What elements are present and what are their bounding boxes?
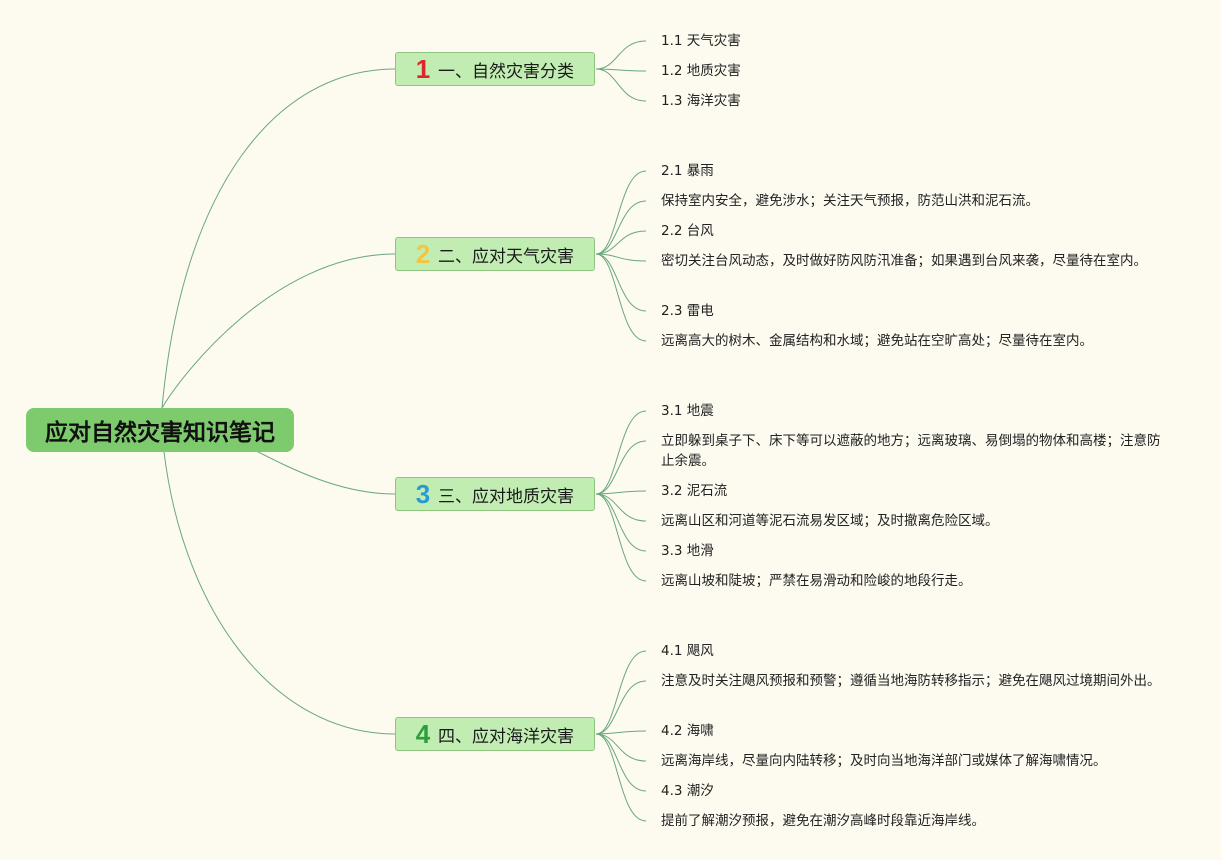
leaf-connector — [595, 253, 647, 342]
leaf-node[interactable]: 远离山坡和陡坡；严禁在易滑动和险峻的地段行走。 — [661, 573, 972, 589]
leaf-node[interactable]: 保持室内安全，避免涉水；关注天气预报，防范山洪和泥石流。 — [661, 193, 1039, 209]
leaf-node[interactable]: 远离海岸线，尽量向内陆转移；及时向当地海洋部门或媒体了解海啸情况。 — [661, 753, 1107, 769]
leaf-connector — [595, 493, 647, 552]
leaf-node[interactable]: 2.2 台风 — [661, 223, 714, 239]
leaf-connector — [595, 493, 647, 582]
leaf-connector — [595, 253, 647, 312]
topic-node-2[interactable]: 2 二、应对天气灾害 — [395, 237, 595, 271]
root-title: 应对自然灾害知识笔记 — [45, 420, 275, 446]
leaf-node[interactable]: 2.1 暴雨 — [661, 163, 714, 179]
topic-label: 二、应对天气灾害 — [438, 246, 574, 267]
leaf-node[interactable]: 4.3 潮汐 — [661, 783, 714, 799]
leaf-connector — [595, 200, 647, 255]
leaf-node[interactable]: 4.2 海啸 — [661, 723, 714, 739]
leaf-connector — [595, 40, 647, 70]
leaf-connector — [595, 170, 647, 255]
root-connector — [161, 253, 396, 409]
number-1-icon: 1 — [415, 53, 431, 84]
root-node[interactable]: 应对自然灾害知识笔记 — [26, 408, 294, 452]
leaf-node[interactable]: 2.3 雷电 — [661, 303, 714, 319]
leaf-node[interactable]: 提前了解潮汐预报，避免在潮汐高峰时段靠近海岸线。 — [661, 813, 985, 829]
leaf-node[interactable]: 3.1 地震 — [661, 403, 714, 419]
topic-node-3[interactable]: 3 三、应对地质灾害 — [395, 477, 595, 511]
leaf-connector — [595, 650, 647, 735]
leaf-connector — [595, 680, 647, 735]
leaf-node[interactable]: 3.3 地滑 — [661, 543, 714, 559]
leaf-node[interactable]: 4.1 飓风 — [661, 643, 714, 659]
leaf-connector — [595, 230, 647, 255]
leaf-connector — [595, 410, 647, 495]
number-4-icon: 4 — [415, 718, 431, 749]
leaf-node[interactable]: 远离高大的树木、金属结构和水域；避免站在空旷高处；尽量待在室内。 — [661, 333, 1093, 349]
root-connector — [161, 68, 396, 409]
topic-node-4[interactable]: 4 四、应对海洋灾害 — [395, 717, 595, 751]
leaf-connector — [595, 68, 647, 72]
leaf-node[interactable]: 1.2 地质灾害 — [661, 63, 741, 79]
leaf-connector — [595, 253, 647, 262]
leaf-node[interactable]: 远离山区和河道等泥石流易发区域；及时撤离危险区域。 — [661, 513, 999, 529]
leaf-connector — [595, 68, 647, 102]
number-3-icon: 3 — [415, 478, 431, 509]
leaf-connector — [595, 733, 647, 792]
topic-node-1[interactable]: 1 一、自然灾害分类 — [395, 52, 595, 86]
leaf-node[interactable]: 1.3 海洋灾害 — [661, 93, 741, 109]
topic-label: 三、应对地质灾害 — [438, 486, 574, 507]
leaf-node[interactable]: 密切关注台风动态，及时做好防风防汛准备；如果遇到台风来袭，尽量待在室内。 — [661, 253, 1147, 269]
leaf-connector — [595, 733, 647, 762]
root-connector — [163, 451, 396, 735]
leaf-node[interactable]: 1.1 天气灾害 — [661, 33, 741, 49]
topic-label: 一、自然灾害分类 — [438, 61, 574, 82]
number-2-icon: 2 — [415, 238, 431, 269]
topic-label: 四、应对海洋灾害 — [438, 726, 574, 747]
leaf-connector — [595, 440, 647, 495]
leaf-node[interactable]: 立即躲到桌子下、床下等可以遮蔽的地方；远离玻璃、易倒塌的物体和高楼；注意防止余震… — [661, 433, 1161, 469]
leaf-node[interactable]: 3.2 泥石流 — [661, 483, 728, 499]
leaf-connector — [595, 493, 647, 522]
leaf-node[interactable]: 注意及时关注飓风预报和预警；遵循当地海防转移指示；避免在飓风过境期间外出。 — [661, 673, 1161, 689]
leaf-connector — [595, 730, 647, 735]
leaf-connector — [595, 733, 647, 822]
leaf-connector — [595, 490, 647, 495]
